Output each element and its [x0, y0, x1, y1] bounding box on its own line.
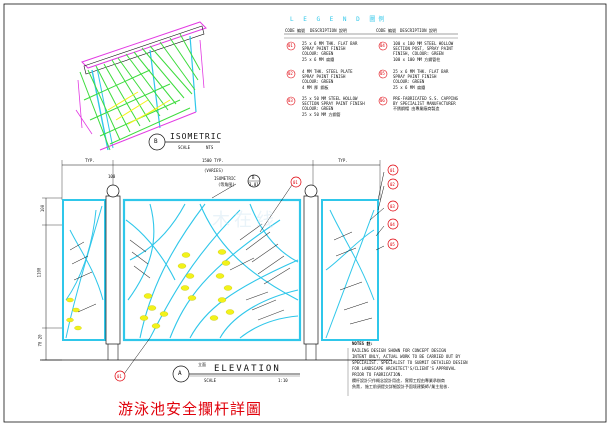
- callout-04: [387, 218, 399, 230]
- legend-code: 04: [380, 43, 385, 48]
- legend-desc-line: SPRAY PAINT FINISH: [393, 74, 437, 80]
- callout-01: [387, 164, 399, 176]
- yellow-leaves: [139, 249, 235, 329]
- callout-label-01: 01: [390, 168, 395, 173]
- iso-callout-text: ISOMETRIC: [214, 176, 236, 181]
- center-panel-frame: [122, 198, 302, 342]
- legend-desc-line: 4 MM 厚 鋼板: [302, 84, 329, 90]
- dim-height-total: 1100: [36, 267, 42, 278]
- notes-heading: NOTES 註:: [352, 341, 373, 346]
- iso-scale-value: NTS: [206, 145, 214, 150]
- legend-desc-line: 4 MM THK. STEEL PLATE: [302, 69, 353, 74]
- notes-line: RAILING DESIGN SHOWN FOR CONCEPT DESIGN: [352, 348, 446, 353]
- left-post: [105, 195, 121, 345]
- callout-05: [387, 238, 399, 250]
- legend-code: 06: [380, 98, 385, 103]
- elevation-view: [40, 160, 392, 383]
- dim-post: 100: [108, 174, 116, 179]
- legend-desc-line: 100 x 100 MM 方鋼管柱: [393, 56, 441, 62]
- legend-desc-line: COLOUR: GREEN: [302, 79, 334, 85]
- left-post-cap: [106, 184, 120, 198]
- legend-header-desc-2: DESCRIPTION 說明: [400, 28, 437, 33]
- legend-desc-line: 25 x 6 MM THK. FLAT BAR: [302, 41, 358, 46]
- dim-typ-left: TYP.: [85, 158, 95, 163]
- left-foliage: [65, 205, 104, 339]
- legend-code: 03: [288, 98, 293, 103]
- dim-center-sub: (VARIES): [204, 168, 224, 173]
- dim-center-span: 1500 TYP.: [202, 158, 224, 163]
- callout-label-04: 04: [390, 222, 395, 227]
- callout-02: [387, 178, 399, 190]
- legend-desc-line: FINISH, COLOUR: GREEN: [393, 51, 444, 57]
- legend-header-code-2: CODE 編號: [376, 28, 397, 33]
- legend-desc-line: COLOUR: GREEN: [393, 79, 425, 85]
- notes-line: PRIOR TO FABRICATION.: [352, 372, 403, 377]
- legend-desc-line: SECTION POST, SPRAY PAINT: [393, 46, 454, 52]
- legend-desc-line: COLOUR: GREEN: [302, 106, 334, 112]
- callout-03: [387, 200, 399, 212]
- legend-desc-line: 25 x 6 MM 扁鐵: [393, 84, 426, 90]
- callout-label-02: 02: [390, 182, 395, 187]
- elevation-scale-label: SCALE: [204, 378, 217, 383]
- legend-bubbles: [286, 41, 388, 106]
- isometric-view: [75, 21, 220, 151]
- notes-line: 負責, 施工前須提交詳細設計予園境建築師/業主批核.: [352, 384, 450, 389]
- elevation-label-cn: 立面: [198, 362, 206, 367]
- callout-label-top-center: 01: [293, 180, 298, 185]
- legend-desc-line: BY SPECIALIST MANUFACTURER: [393, 101, 456, 107]
- iso-title: ISOMETRIC: [170, 132, 223, 141]
- left-panel-frame: [62, 199, 106, 341]
- sheet-border: [3, 3, 607, 423]
- drawing-title: 游泳池安全攔杆詳圖: [118, 400, 263, 418]
- right-panel-frame: [321, 199, 379, 341]
- iso-top-rail: [81, 21, 207, 69]
- right-foliage: [325, 209, 375, 339]
- dim-height-bottom: 70 20: [37, 334, 43, 347]
- watermark: 木在线: [212, 210, 278, 231]
- notes-line: SPECIALIST. SPECIALIST TO SUBMIT DETAILE…: [352, 360, 468, 365]
- callout-label-bottom-left: 01: [117, 374, 122, 379]
- notes-line: INTENT ONLY, ACTUAL WORK TO BE CARRIED O…: [352, 354, 461, 359]
- notes-line: 欄杆設計只作概念設計用途, 實際工程由專業承辦商: [352, 378, 445, 383]
- iso-callout-cn: (等角图): [218, 182, 235, 187]
- right-post: [303, 195, 319, 345]
- legend-desc-line: 25 x 50 MM 方鋼管: [302, 111, 341, 117]
- legend-desc-line: SPRAY PAINT FINISH: [302, 46, 346, 52]
- notes-line: FOR LANDSCAPE ARCHITECT'S/CLIENT'S APPRO…: [352, 366, 456, 371]
- legend-desc-line: SPRAY PAINT FINISH: [302, 74, 346, 80]
- legend-code: 02: [288, 71, 293, 76]
- callout-label-05: 05: [390, 242, 395, 247]
- legend-desc-line: SECTION SPRAY PAINT FINISH: [302, 101, 365, 107]
- legend-desc-line: PRE-FABRICATED S.S. CAPPING: [393, 96, 459, 101]
- legend-desc-line: 25 x 50 MM STEEL HOLLOW: [302, 96, 358, 101]
- callout-bottom-left: [114, 370, 126, 382]
- iso-scale-label: SCALE: [178, 145, 191, 150]
- legend-desc-line: 100 x 100 MM STEEL HOLLOW: [393, 41, 454, 46]
- iso-bubble-letter: B: [154, 138, 158, 145]
- legend-desc-line: COLOUR: GREEN: [302, 51, 334, 57]
- elevation-scale-value: 1:10: [278, 378, 288, 383]
- legend-header-code-1: CODE 編號: [285, 28, 306, 33]
- elevation-title: ELEVATION: [214, 364, 281, 374]
- callout-top-center: [290, 176, 302, 188]
- elevation-bubble-letter: A: [178, 370, 182, 377]
- legend-header-desc-1: DESCRIPTION 說明: [310, 28, 347, 33]
- legend-desc-line: 25 x 6 MM THK. FLAT BAR: [393, 69, 449, 74]
- legend-desc-line: 25 x 6 MM 扁鐵: [302, 56, 335, 62]
- dim-height-top: 100: [40, 204, 46, 213]
- legend-code: 05: [380, 71, 385, 76]
- callout-label-03: 03: [390, 204, 395, 209]
- legend-title: L E G E N D 圖例: [290, 16, 388, 23]
- iso-callout-top: B: [252, 175, 255, 180]
- legend-code: 01: [288, 43, 293, 48]
- legend-desc-line: 不銹鋼帽 由專業廠商製造: [393, 106, 440, 112]
- iso-callout-bottom: 3.01: [249, 182, 259, 187]
- right-post-cap: [304, 184, 318, 198]
- dim-typ-right: TYP.: [338, 158, 348, 163]
